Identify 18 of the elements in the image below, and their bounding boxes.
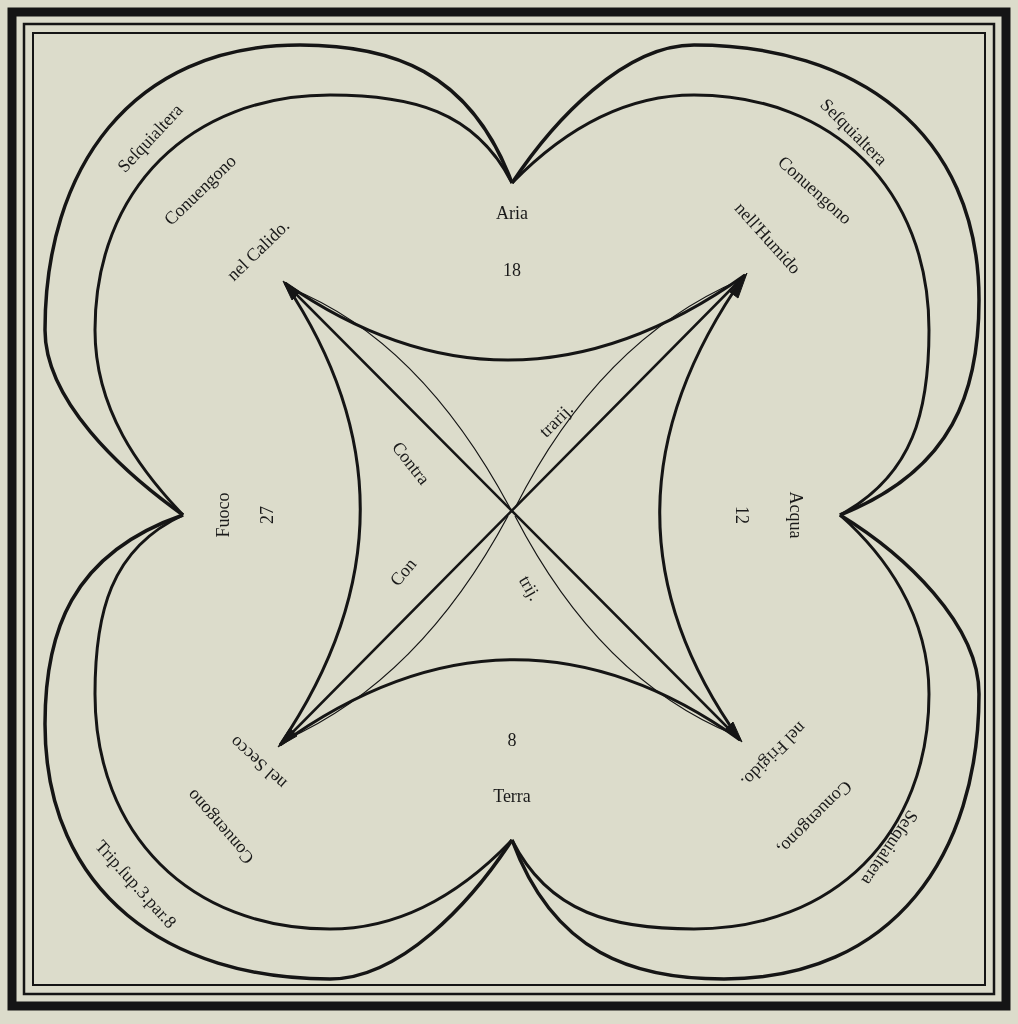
arc-line: [43, 513, 514, 981]
number-label: 18: [503, 260, 521, 280]
element-name: Fuoco: [212, 492, 232, 538]
element-name: Aria: [496, 202, 528, 222]
arc-line: [93, 93, 514, 517]
arc-line: [93, 513, 514, 931]
number-label: 27: [257, 506, 277, 524]
arc-line: [510, 43, 981, 517]
number-label: 12: [732, 506, 752, 524]
arc-line: [510, 93, 931, 517]
number-label: 8: [507, 730, 517, 750]
arc-line: [43, 43, 514, 517]
text-label: trij.: [514, 571, 546, 605]
element-name: Acqua: [785, 491, 805, 539]
arc-line: [510, 513, 931, 931]
arc-line: [510, 513, 981, 981]
text-label: Con: [385, 554, 421, 590]
element-name: Terra: [493, 785, 531, 805]
